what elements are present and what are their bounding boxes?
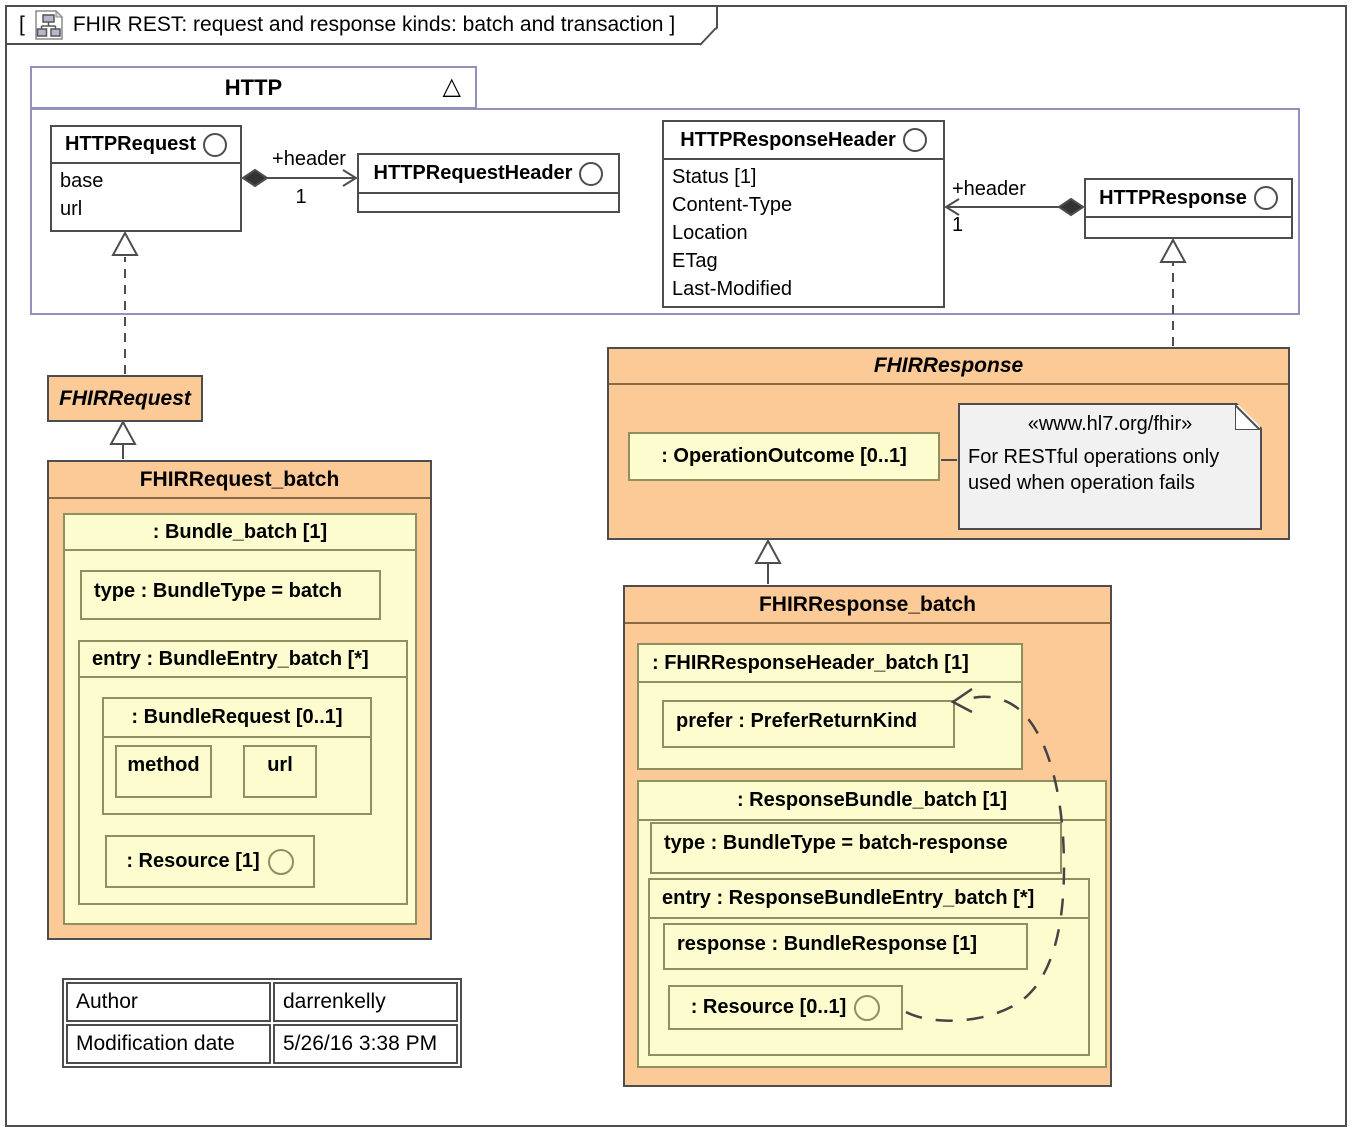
diagram-title-tab[interactable]: [ FHIR REST: request and response kinds:… [5, 5, 718, 45]
generalization-fhirrequest-httprequest[interactable] [111, 230, 139, 374]
part-url[interactable]: url [243, 745, 317, 798]
class-httpresponse-name: HTTPResponse [1099, 186, 1247, 209]
part-prefer[interactable]: prefer : PreferReturnKind [662, 700, 955, 748]
class-httpresponseheader[interactable]: HTTPResponseHeader Status [1] Content-Ty… [662, 120, 945, 308]
part-operationoutcome[interactable]: : OperationOutcome [0..1] [628, 432, 940, 481]
http-package-tab[interactable]: HTTP △ [30, 66, 477, 109]
part-bundle-request-name: : BundleRequest [0..1] [104, 699, 370, 738]
class-httpresponseheader-name: HTTPResponseHeader [680, 128, 896, 151]
note-text: For RESTful operations only used when op… [968, 446, 1220, 494]
attribute: Last-Modified [672, 278, 793, 300]
part-resource-response[interactable]: : Resource [0..1] [668, 985, 903, 1030]
diagram-title: FHIR REST: request and response kinds: b… [72, 13, 676, 36]
interface-circle-icon [854, 994, 881, 1021]
info-value-modification-date: 5/26/16 3:38 PM [273, 1024, 458, 1064]
part-responsebundle-batch-name: : ResponseBundle_batch [1] [639, 782, 1105, 821]
part-resource-request[interactable]: : Resource [1] [105, 835, 315, 888]
generalization-fhirresponse-httpresponse[interactable] [1159, 237, 1187, 346]
response-header-multiplicity: 1 [952, 214, 964, 236]
class-httprequest-attributes: base url [52, 164, 240, 226]
interface-circle-icon [267, 848, 294, 875]
part-responsebundle-entry-name: entry : ResponseBundleEntry_batch [*] [650, 880, 1088, 919]
attribute: base [60, 170, 104, 192]
info-label-author: Author [66, 982, 271, 1022]
collapse-triangle-icon[interactable]: △ [442, 72, 461, 100]
info-label-modification-date: Modification date [66, 1024, 271, 1064]
info-value-author: darrenkelly [273, 982, 458, 1022]
class-fhirrequest-name: FHIRRequest [59, 386, 191, 410]
attribute: Location [672, 222, 748, 244]
attribute: ETag [672, 250, 718, 272]
part-method[interactable]: method [115, 745, 212, 798]
class-fhirresponse-name: FHIRResponse [609, 349, 1288, 385]
part-bundle-entry-name: entry : BundleEntry_batch [*] [80, 642, 406, 678]
http-package-name: HTTP [224, 74, 283, 100]
class-httpresponseheader-attributes: Status [1] Content-Type Location ETag La… [664, 160, 943, 306]
request-header-multiplicity: 1 [295, 186, 307, 208]
part-bundleresponse[interactable]: response : BundleResponse [1] [663, 923, 1028, 970]
class-httpresponseheader-header: HTTPResponseHeader [664, 122, 943, 160]
part-resource-response-name: : Resource [0..1] [690, 996, 847, 1018]
composition-httprequest-httprequestheader[interactable] [241, 168, 358, 188]
class-httprequestheader[interactable]: HTTPRequestHeader [357, 153, 620, 213]
response-header-role-label: +header [952, 178, 1026, 200]
empty-compartment [359, 194, 618, 211]
diagram-info-table[interactable]: Author darrenkelly Modification date 5/2… [62, 978, 462, 1068]
class-fhirrequest-batch-name: FHIRRequest_batch [49, 462, 430, 499]
note-stereotype: «www.hl7.org/fhir» [1027, 413, 1193, 435]
dependency-resource-prefer[interactable] [905, 687, 1066, 1022]
attribute: Content-Type [672, 194, 793, 216]
empty-compartment [1086, 218, 1291, 237]
interface-circle-icon [579, 161, 604, 186]
note-fold-icon [1235, 405, 1260, 430]
generalization-fhirresponsebatch-fhirresponse[interactable] [754, 538, 782, 584]
part-bundle-type[interactable]: type : BundleType = batch [80, 570, 381, 620]
title-open-bracket: [ [19, 13, 25, 36]
class-httprequestheader-name: HTTPRequestHeader [373, 162, 573, 184]
part-fhirresponseheader-batch[interactable]: : FHIRResponseHeader_batch [1] [637, 643, 1023, 770]
interface-circle-icon [203, 132, 228, 157]
composition-httpresponse-httpresponseheader[interactable] [944, 197, 1085, 217]
request-header-role-label: +header [272, 148, 346, 170]
part-fhirresponseheader-batch-name: : FHIRResponseHeader_batch [1] [639, 645, 1021, 683]
part-resource-request-name: : Resource [1] [126, 850, 260, 872]
class-fhirresponse-batch-name: FHIRResponse_batch [625, 587, 1110, 624]
note-hl7[interactable]: «www.hl7.org/fhir» For RESTful operation… [958, 403, 1262, 530]
class-httprequestheader-header: HTTPRequestHeader [359, 155, 618, 194]
class-httprequest-header: HTTPRequest [52, 127, 240, 164]
attribute: url [60, 198, 83, 220]
attribute: Status [1] [672, 166, 757, 188]
interface-circle-icon [902, 128, 927, 152]
part-bundle-batch-name: : Bundle_batch [1] [65, 515, 415, 551]
part-responsebundle-type[interactable]: type : BundleType = batch-response [650, 822, 1062, 874]
class-fhirrequest[interactable]: FHIRRequest [47, 375, 203, 422]
generalization-fhirrequestbatch-fhirrequest[interactable] [109, 419, 137, 459]
class-httprequest[interactable]: HTTPRequest base url [50, 125, 242, 232]
class-httpresponse[interactable]: HTTPResponse [1084, 178, 1293, 239]
interface-circle-icon [1253, 186, 1278, 210]
class-httpresponse-header: HTTPResponse [1086, 180, 1291, 218]
class-httprequest-name: HTTPRequest [64, 133, 197, 155]
class-diagram-icon [33, 8, 65, 42]
